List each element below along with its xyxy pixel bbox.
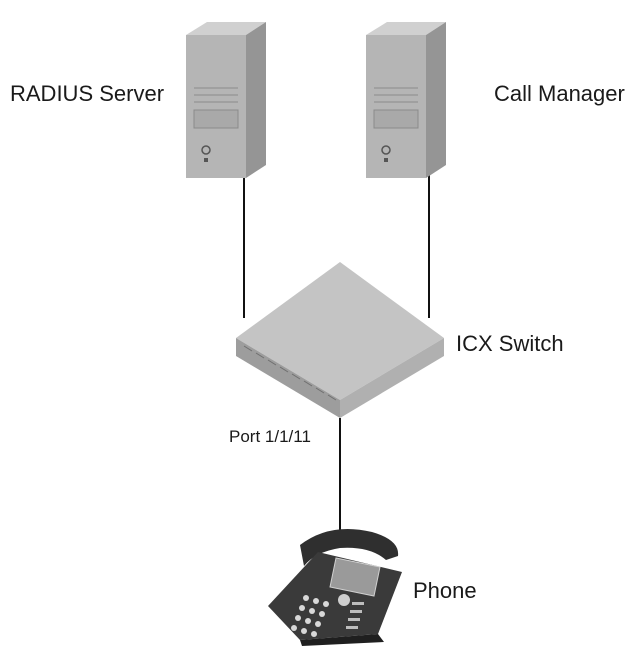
- radius-server-icon: [186, 22, 266, 178]
- phone-label: Phone: [413, 578, 477, 603]
- radius-server-label: RADIUS Server: [10, 81, 165, 106]
- port-label: Port 1/1/11: [229, 427, 311, 446]
- phone-icon: [268, 528, 402, 646]
- call-manager-icon: [366, 22, 446, 178]
- call-manager-label: Call Manager: [494, 81, 625, 106]
- icx-switch-label: ICX Switch: [456, 331, 564, 356]
- icx-switch-icon: [236, 262, 444, 418]
